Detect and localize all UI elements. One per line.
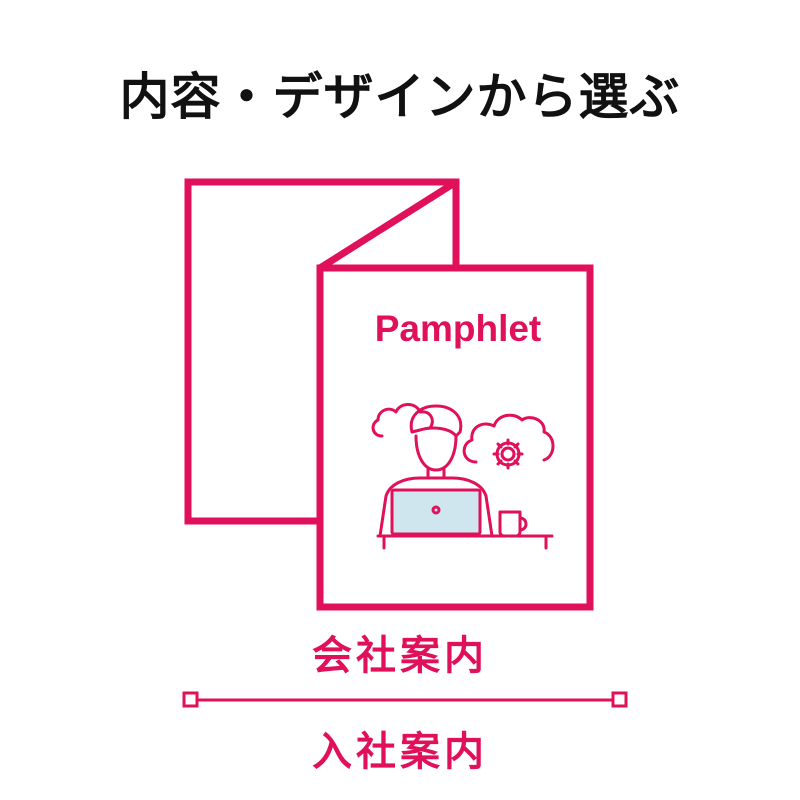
cloud-icon [371, 403, 434, 438]
caption-divider [182, 691, 628, 708]
pamphlet-front-panel [316, 264, 594, 611]
cloud-gear-icon [462, 413, 555, 464]
caption-company-guide: 会社案内 [312, 633, 488, 679]
pamphlet-label: Pamphlet [375, 308, 542, 349]
mug-icon [498, 510, 528, 538]
caption-recruit-guide: 入社案内 [312, 729, 488, 775]
pamphlet-back-panel [184, 178, 460, 525]
pamphlet-fold-line [318, 179, 458, 271]
page-title: 内容・デザインから選ぶ [119, 68, 681, 126]
person-laptop-icon [371, 403, 555, 550]
